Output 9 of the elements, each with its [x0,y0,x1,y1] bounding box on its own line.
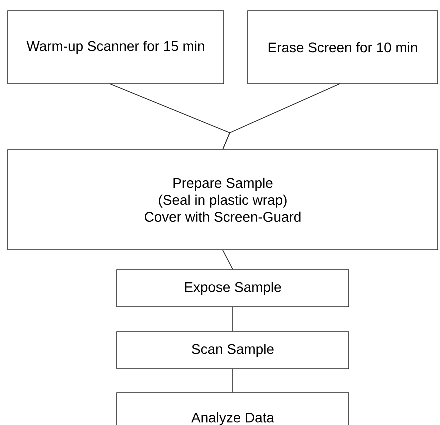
process-box: Scan Sample [116,332,350,370]
connector-line [232,369,234,393]
process-box: Erase Screen for 10 min [248,10,438,84]
process-box: Expose Sample [116,270,350,308]
connector-line [232,307,234,332]
connector-line [222,250,234,270]
connector-line [222,84,340,150]
process-box: Prepare Sample (Seal in plastic wrap) Cover with Screen-Guard [8,150,438,250]
process-box: Warm-up Scanner for 15 min [8,10,224,84]
